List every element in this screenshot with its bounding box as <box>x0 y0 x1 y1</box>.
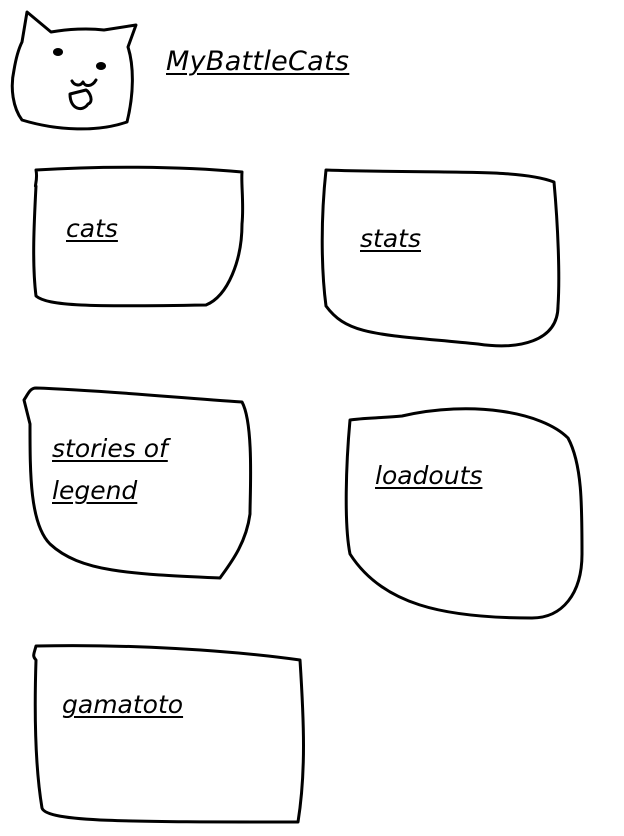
tile-label-gamatoto: gamatoto <box>62 690 184 719</box>
app-title: MyBattleCats <box>166 46 350 77</box>
tile-label-loadouts: loadouts <box>375 461 483 490</box>
cat-face-logo-icon <box>8 8 140 132</box>
menu-tile-gamatoto[interactable]: gamatoto <box>28 642 306 826</box>
tile-frame <box>32 644 305 824</box>
tile-label-stories-of-legend: stories of legend <box>52 428 232 512</box>
tile-frame <box>32 165 245 308</box>
menu-tile-loadouts[interactable]: loadouts <box>342 404 586 624</box>
tile-label-line-2: legend <box>52 476 138 505</box>
menu-tile-cats[interactable]: cats <box>28 164 246 310</box>
menu-tile-stats[interactable]: stats <box>318 166 562 352</box>
tile-frame <box>344 407 584 620</box>
tile-label-stats: stats <box>360 224 421 253</box>
tile-frame <box>320 168 561 348</box>
menu-tile-stories-of-legend[interactable]: stories of legend <box>20 384 254 582</box>
tile-frame <box>22 386 253 580</box>
tile-label-cats: cats <box>66 214 118 243</box>
tile-label-line-1: stories of <box>52 434 168 463</box>
